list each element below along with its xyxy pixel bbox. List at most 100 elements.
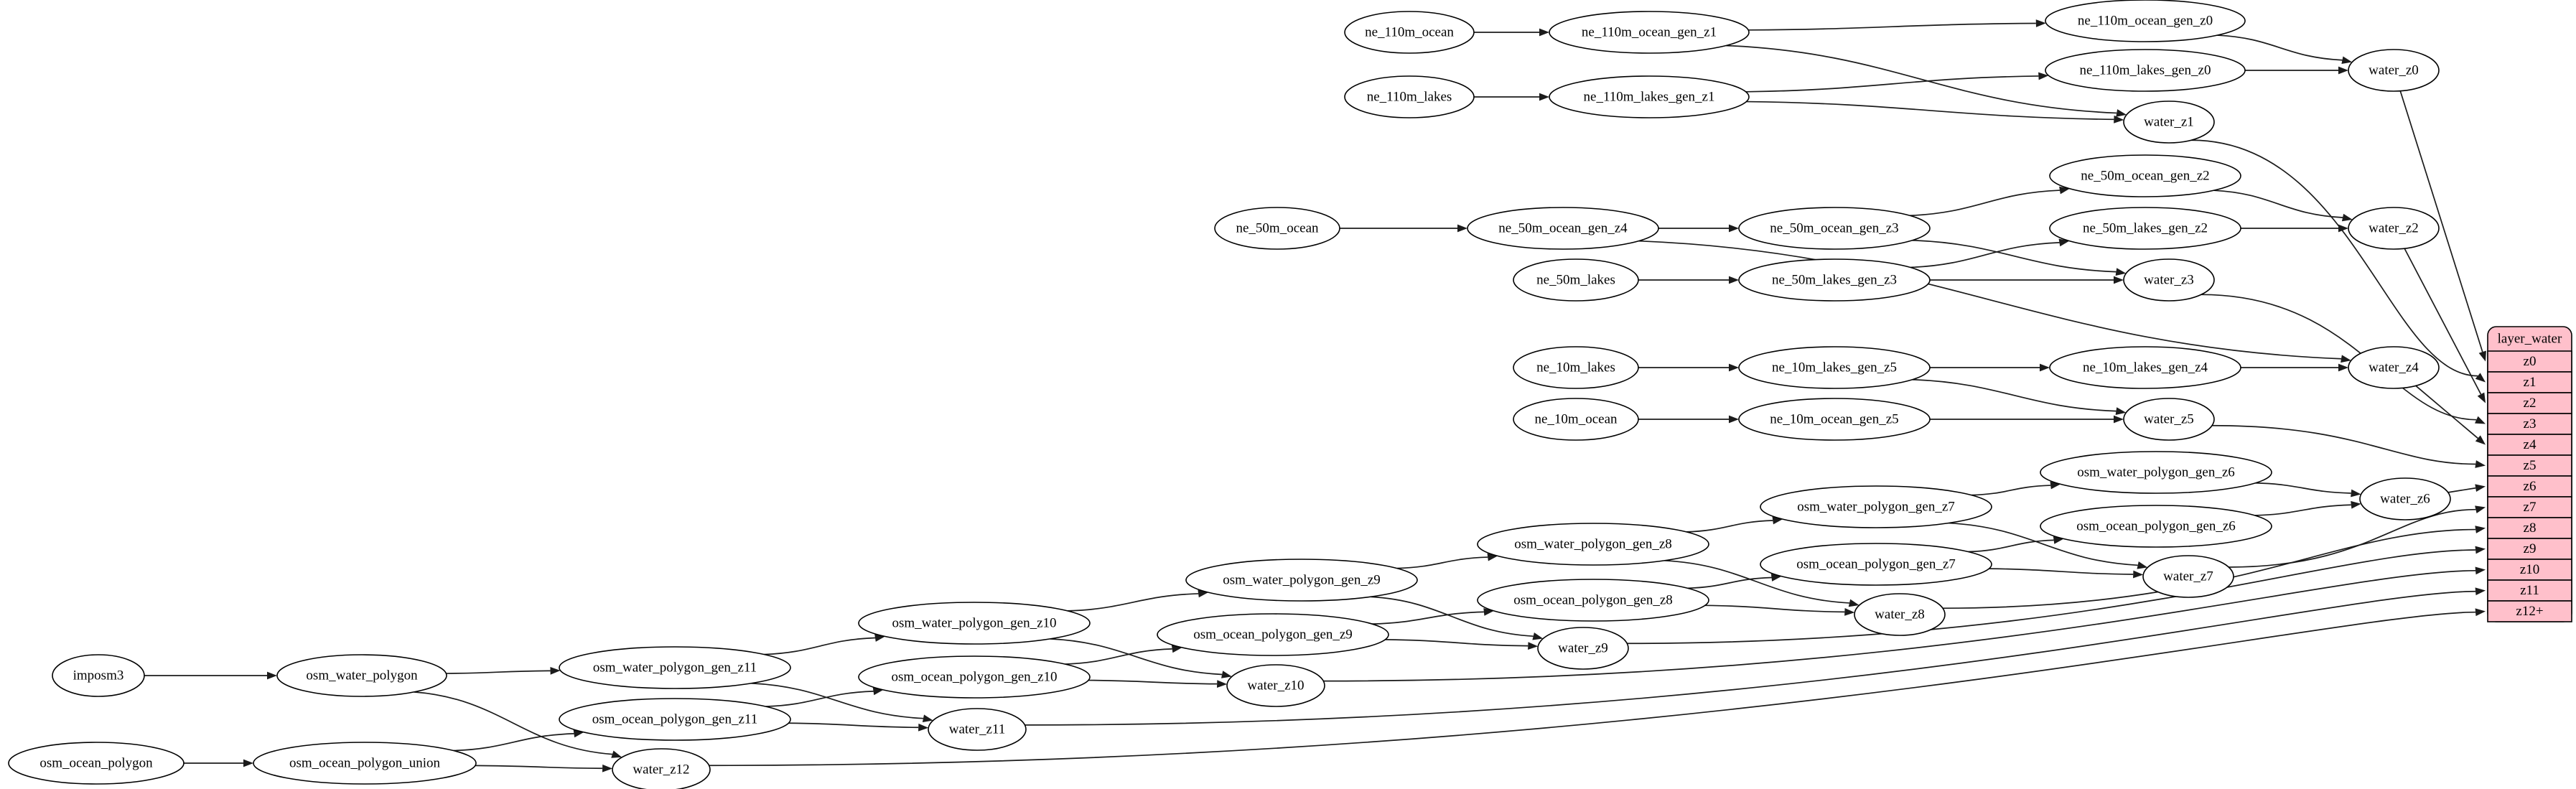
graph-node-osm_ocean_polygon[interactable]: osm_ocean_polygon: [8, 742, 185, 785]
graph-node-ne_110m_lakes_gen_z0[interactable]: ne_110m_lakes_gen_z0: [2045, 49, 2246, 92]
record-row-z2[interactable]: [2487, 392, 2572, 414]
graph-node-water_z3[interactable]: water_z3: [2123, 258, 2215, 302]
node-ellipse: [2359, 477, 2451, 520]
graph-edge-arrowhead: [918, 723, 929, 732]
graph-node-ne_110m_ocean_gen_z0[interactable]: ne_110m_ocean_gen_z0: [2045, 0, 2246, 42]
graph-node-osm_ocean_polygon_gen_z11[interactable]: osm_ocean_polygon_gen_z11: [559, 698, 791, 741]
node-ellipse: [1738, 346, 1931, 389]
node-ellipse: [2045, 0, 2246, 42]
graph-node-water_z8[interactable]: water_z8: [1854, 593, 1946, 636]
graph-node-ne_10m_lakes_gen_z5[interactable]: ne_10m_lakes_gen_z5: [1738, 346, 1931, 389]
record-row-z11[interactable]: [2487, 579, 2572, 602]
graph-node-osm_water_polygon_gen_z7[interactable]: osm_water_polygon_gen_z7: [1760, 485, 1992, 528]
graph-node-ne_50m_ocean_gen_z4[interactable]: ne_50m_ocean_gen_z4: [1467, 207, 1659, 250]
graph-node-water_z12[interactable]: water_z12: [612, 748, 711, 789]
node-layer: ne_110m_ocean ne_110m_ocean_gen_z1 ne_110m…: [8, 0, 2451, 789]
node-ellipse: [2123, 101, 2215, 144]
node-ellipse: [1344, 75, 1475, 118]
record-row-z0[interactable]: [2487, 350, 2572, 373]
graph-node-ne_50m_ocean_gen_z2[interactable]: ne_50m_ocean_gen_z2: [2049, 154, 2241, 197]
graph-node-water_z11[interactable]: water_z11: [928, 708, 1027, 751]
graph-edge-arrowhead: [2475, 608, 2486, 617]
graph-edge-arrowhead: [1729, 276, 1739, 284]
graph-edge-arrowhead: [1539, 93, 1549, 101]
graph-node-ne_110m_lakes_gen_z1[interactable]: ne_110m_lakes_gen_z1: [1549, 75, 1750, 118]
record-row-z3[interactable]: [2487, 413, 2572, 435]
graph-edge: [475, 765, 603, 770]
graph-edge: [2217, 34, 2343, 61]
graph-node-osm_ocean_polygon_gen_z6[interactable]: osm_ocean_polygon_gen_z6: [2040, 505, 2272, 548]
graph-edge: [1746, 101, 2114, 121]
graph-node-osm_ocean_polygon_gen_z9[interactable]: osm_ocean_polygon_gen_z9: [1157, 613, 1389, 656]
node-ellipse: [928, 708, 1027, 751]
graph-node-water_z7[interactable]: water_z7: [2142, 555, 2234, 598]
graph-node-water_z9[interactable]: water_z9: [1537, 627, 1629, 670]
graph-node-osm_water_polygon[interactable]: osm_water_polygon: [276, 654, 447, 697]
layer-water-record-table[interactable]: layer_waterz0z1z2z3z4z5z6z7z8z9z10z11z12…: [2487, 326, 2572, 622]
graph-edge-arrowhead: [2038, 72, 2049, 80]
graph-node-osm_water_polygon_gen_z11[interactable]: osm_water_polygon_gen_z11: [559, 646, 791, 689]
graph-node-ne_50m_lakes_gen_z2[interactable]: ne_50m_lakes_gen_z2: [2049, 207, 2241, 250]
graph-node-ne_10m_lakes[interactable]: ne_10m_lakes: [1513, 346, 1639, 389]
graph-node-ne_50m_ocean_gen_z3[interactable]: ne_50m_ocean_gen_z3: [1738, 207, 1931, 250]
graph-node-ne_110m_lakes[interactable]: ne_110m_lakes: [1344, 75, 1475, 118]
graph-edge: [1912, 378, 2117, 412]
graph-edge-arrowhead: [922, 714, 933, 722]
node-ellipse: [1344, 11, 1475, 54]
node-ellipse: [1513, 346, 1639, 389]
graph-node-ne_10m_ocean[interactable]: ne_10m_ocean: [1513, 398, 1639, 441]
record-row-z7[interactable]: [2487, 496, 2572, 518]
node-ellipse: [1185, 559, 1418, 602]
graph-node-osm_ocean_polygon_union[interactable]: osm_ocean_polygon_union: [253, 742, 477, 785]
node-ellipse: [1549, 11, 1750, 54]
node-ellipse: [1477, 523, 1709, 566]
graph-node-ne_10m_lakes_gen_z4[interactable]: ne_10m_lakes_gen_z4: [2049, 346, 2241, 389]
graph-node-osm_water_polygon_gen_z10[interactable]: osm_water_polygon_gen_z10: [858, 602, 1091, 645]
graph-node-osm_ocean_polygon_gen_z7[interactable]: osm_ocean_polygon_gen_z7: [1760, 543, 1992, 586]
graph-node-osm_water_polygon_gen_z6[interactable]: osm_water_polygon_gen_z6: [2040, 451, 2272, 494]
graph-node-imposm3[interactable]: imposm3: [52, 654, 145, 697]
graph-node-water_z0[interactable]: water_z0: [2348, 49, 2440, 92]
graph-node-water_z4[interactable]: water_z4: [2348, 346, 2440, 389]
record-row-z4[interactable]: [2487, 434, 2572, 456]
graph-node-water_z10[interactable]: water_z10: [1226, 664, 1325, 707]
record-row-z8[interactable]: [2487, 517, 2572, 539]
graph-edge-arrowhead: [2137, 561, 2148, 569]
node-ellipse: [2045, 49, 2246, 92]
record-row-z12plus[interactable]: [2487, 600, 2572, 622]
graph-node-water_z6[interactable]: water_z6: [2359, 477, 2451, 520]
node-ellipse: [2348, 346, 2440, 389]
node-ellipse: [2123, 258, 2215, 302]
graph-edge: [1968, 539, 2054, 553]
graph-edge-arrowhead: [1528, 642, 1539, 650]
graph-edge: [1396, 556, 1488, 569]
record-row-z6[interactable]: [2487, 475, 2572, 498]
graph-node-ne_50m_lakes_gen_z3[interactable]: ne_50m_lakes_gen_z3: [1738, 258, 1931, 302]
graph-node-osm_ocean_polygon_gen_z8[interactable]: osm_ocean_polygon_gen_z8: [1477, 579, 1709, 622]
graph-node-osm_water_polygon_gen_z8[interactable]: osm_water_polygon_gen_z8: [1477, 523, 1709, 566]
graph-node-ne_10m_ocean_gen_z5[interactable]: ne_10m_ocean_gen_z5: [1738, 398, 1931, 441]
graph-edge: [1943, 528, 2476, 610]
graph-edge: [709, 611, 2476, 767]
graph-node-water_z2[interactable]: water_z2: [2348, 207, 2440, 250]
graph-node-ne_110m_ocean[interactable]: ne_110m_ocean: [1344, 11, 1475, 54]
graph-edge-arrowhead: [2035, 19, 2046, 27]
graph-edge-arrowhead: [2114, 415, 2124, 424]
graph-node-ne_50m_lakes[interactable]: ne_50m_lakes: [1513, 258, 1639, 302]
record-row-z10[interactable]: [2487, 559, 2572, 581]
node-ellipse: [1537, 627, 1629, 670]
graph-node-ne_110m_ocean_gen_z1[interactable]: ne_110m_ocean_gen_z1: [1549, 11, 1750, 54]
record-row-z9[interactable]: [2487, 538, 2572, 560]
graph-node-osm_water_polygon_gen_z9[interactable]: osm_water_polygon_gen_z9: [1185, 559, 1418, 602]
graph-node-water_z1[interactable]: water_z1: [2123, 101, 2215, 144]
graph-node-water_z5[interactable]: water_z5: [2123, 398, 2215, 441]
graph-node-osm_ocean_polygon_gen_z10[interactable]: osm_ocean_polygon_gen_z10: [858, 655, 1091, 699]
record-row-z1[interactable]: [2487, 371, 2572, 393]
graph-edge-arrowhead: [1532, 632, 1544, 640]
node-ellipse: [1738, 398, 1931, 441]
record-row-z5[interactable]: [2487, 454, 2572, 477]
graph-node-ne_50m_ocean[interactable]: ne_50m_ocean: [1214, 207, 1340, 250]
graph-edge: [1726, 45, 2117, 114]
graph-edge: [1067, 593, 1199, 612]
